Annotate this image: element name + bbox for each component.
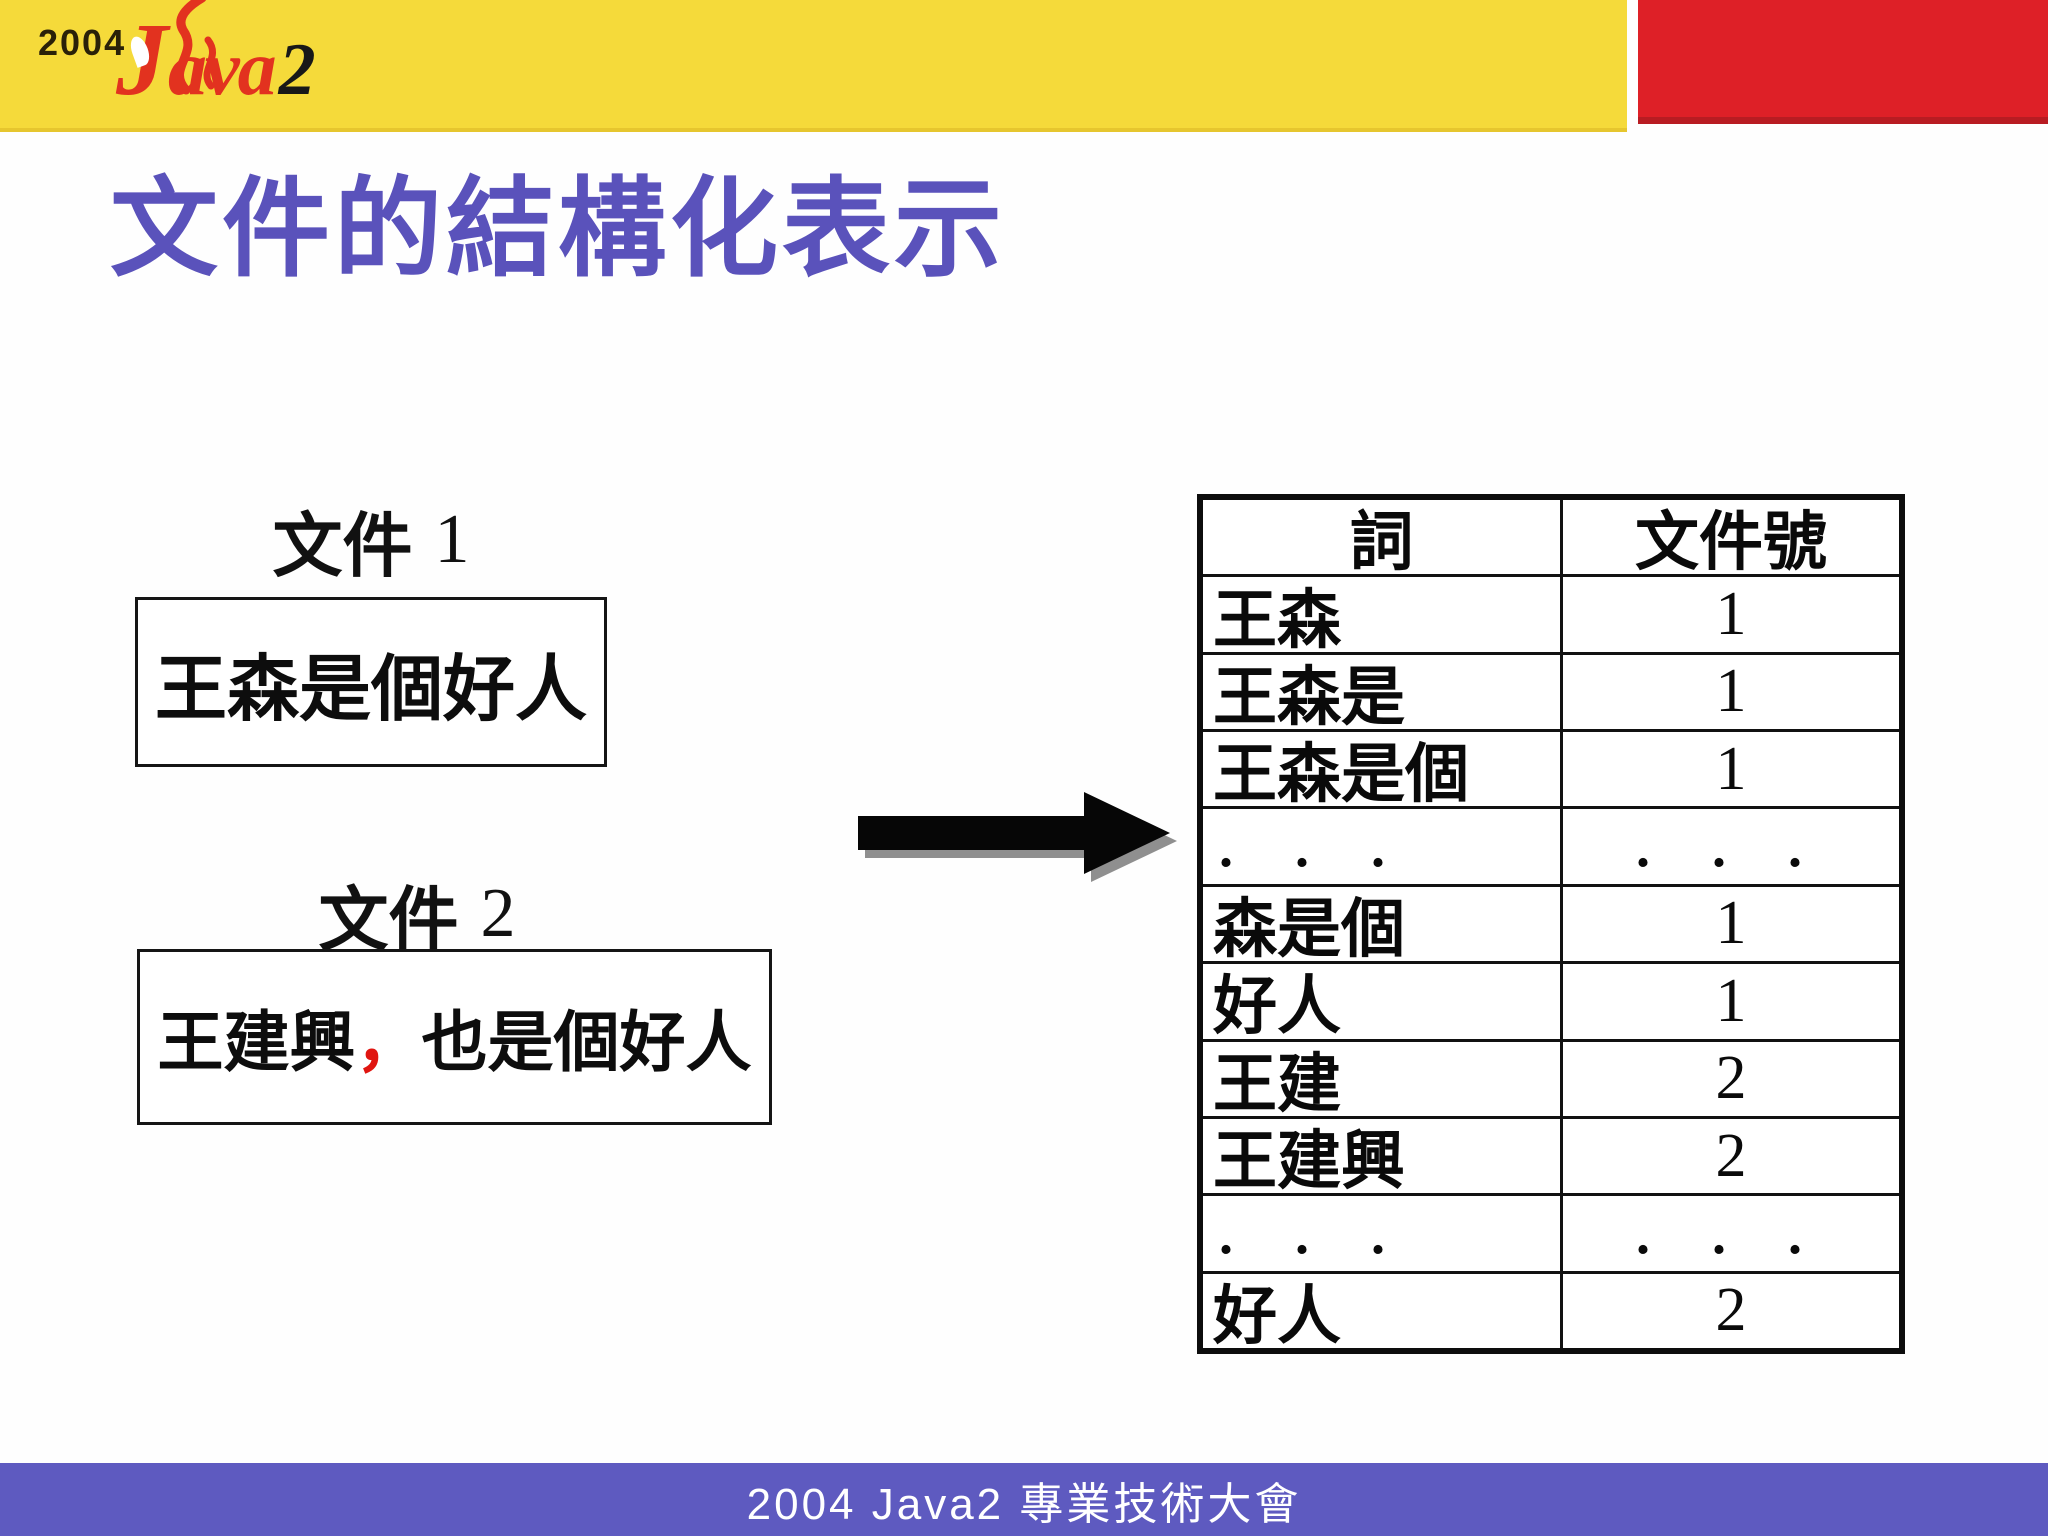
table-cell-docno: 2	[1563, 1273, 1899, 1348]
flame-icon	[175, 0, 217, 95]
logo-number-2: 2	[278, 29, 316, 111]
table-cell-word: 王森	[1203, 577, 1560, 652]
table-cell-docno: 1	[1563, 732, 1899, 807]
table-cell-docno: 1	[1563, 964, 1899, 1039]
table-cell-word: 王建	[1203, 1041, 1560, 1116]
red-corner-block	[1638, 0, 2048, 124]
document2-label: 文件 2	[137, 872, 697, 959]
document1-label: 文件 1	[135, 498, 607, 585]
table-cell-docno: 2	[1563, 1041, 1899, 1116]
document2-box: 王建興，也是個好人	[137, 949, 772, 1125]
table-cell-word: 王森是個	[1203, 732, 1560, 807]
document2-label-number: 2	[480, 875, 516, 952]
table-cell-ellipsis: . . .	[1563, 1196, 1899, 1271]
table-cell-docno: 1	[1563, 886, 1899, 962]
document2-label-prefix: 文件	[318, 880, 459, 959]
header-band: 2004 Java2	[0, 0, 1627, 132]
table-header-word: 詞	[1203, 500, 1560, 575]
table-cell-word: 王森是	[1203, 654, 1560, 730]
document2-red-comma: ，	[355, 1005, 422, 1079]
table-cell-word: 好人	[1203, 1273, 1560, 1348]
table-cell-word: 王建興	[1203, 1118, 1560, 1194]
table-cell-word: 森是個	[1203, 886, 1560, 962]
table-cell-ellipsis: . . .	[1563, 809, 1899, 884]
document1-label-prefix: 文件	[272, 506, 413, 585]
table-cell-ellipsis: . . .	[1203, 809, 1560, 884]
table-cell-ellipsis: . . .	[1203, 1196, 1560, 1271]
document1-label-number: 1	[434, 501, 470, 578]
inverted-index-table: 詞 文件號 王森 1 王森是 1 王森是個 1 . . . . . . 森是個 …	[1197, 494, 1905, 1354]
table-cell-word: 好人	[1203, 964, 1560, 1039]
document2-text-before: 王建興	[157, 1005, 356, 1079]
document2-text-after: 也是個好人	[421, 1005, 752, 1079]
footer-text: 2004 Java2 專業技術大會	[746, 1479, 1302, 1529]
page-title: 文件的結構化表示	[110, 168, 1007, 289]
table-cell-docno: 1	[1563, 654, 1899, 730]
document1-box: 王森是個好人	[135, 597, 607, 767]
java2-logo: 2004 Java2	[28, 0, 328, 132]
footer-bar: 2004 Java2 專業技術大會	[0, 1463, 2048, 1536]
logo-year-label: 2004	[38, 22, 127, 63]
table-cell-docno: 1	[1563, 577, 1899, 652]
table-cell-docno: 2	[1563, 1118, 1899, 1194]
table-header-docno: 文件號	[1563, 500, 1899, 575]
document1-text: 王森是個好人	[154, 649, 587, 730]
right-arrow-icon	[858, 792, 1177, 882]
